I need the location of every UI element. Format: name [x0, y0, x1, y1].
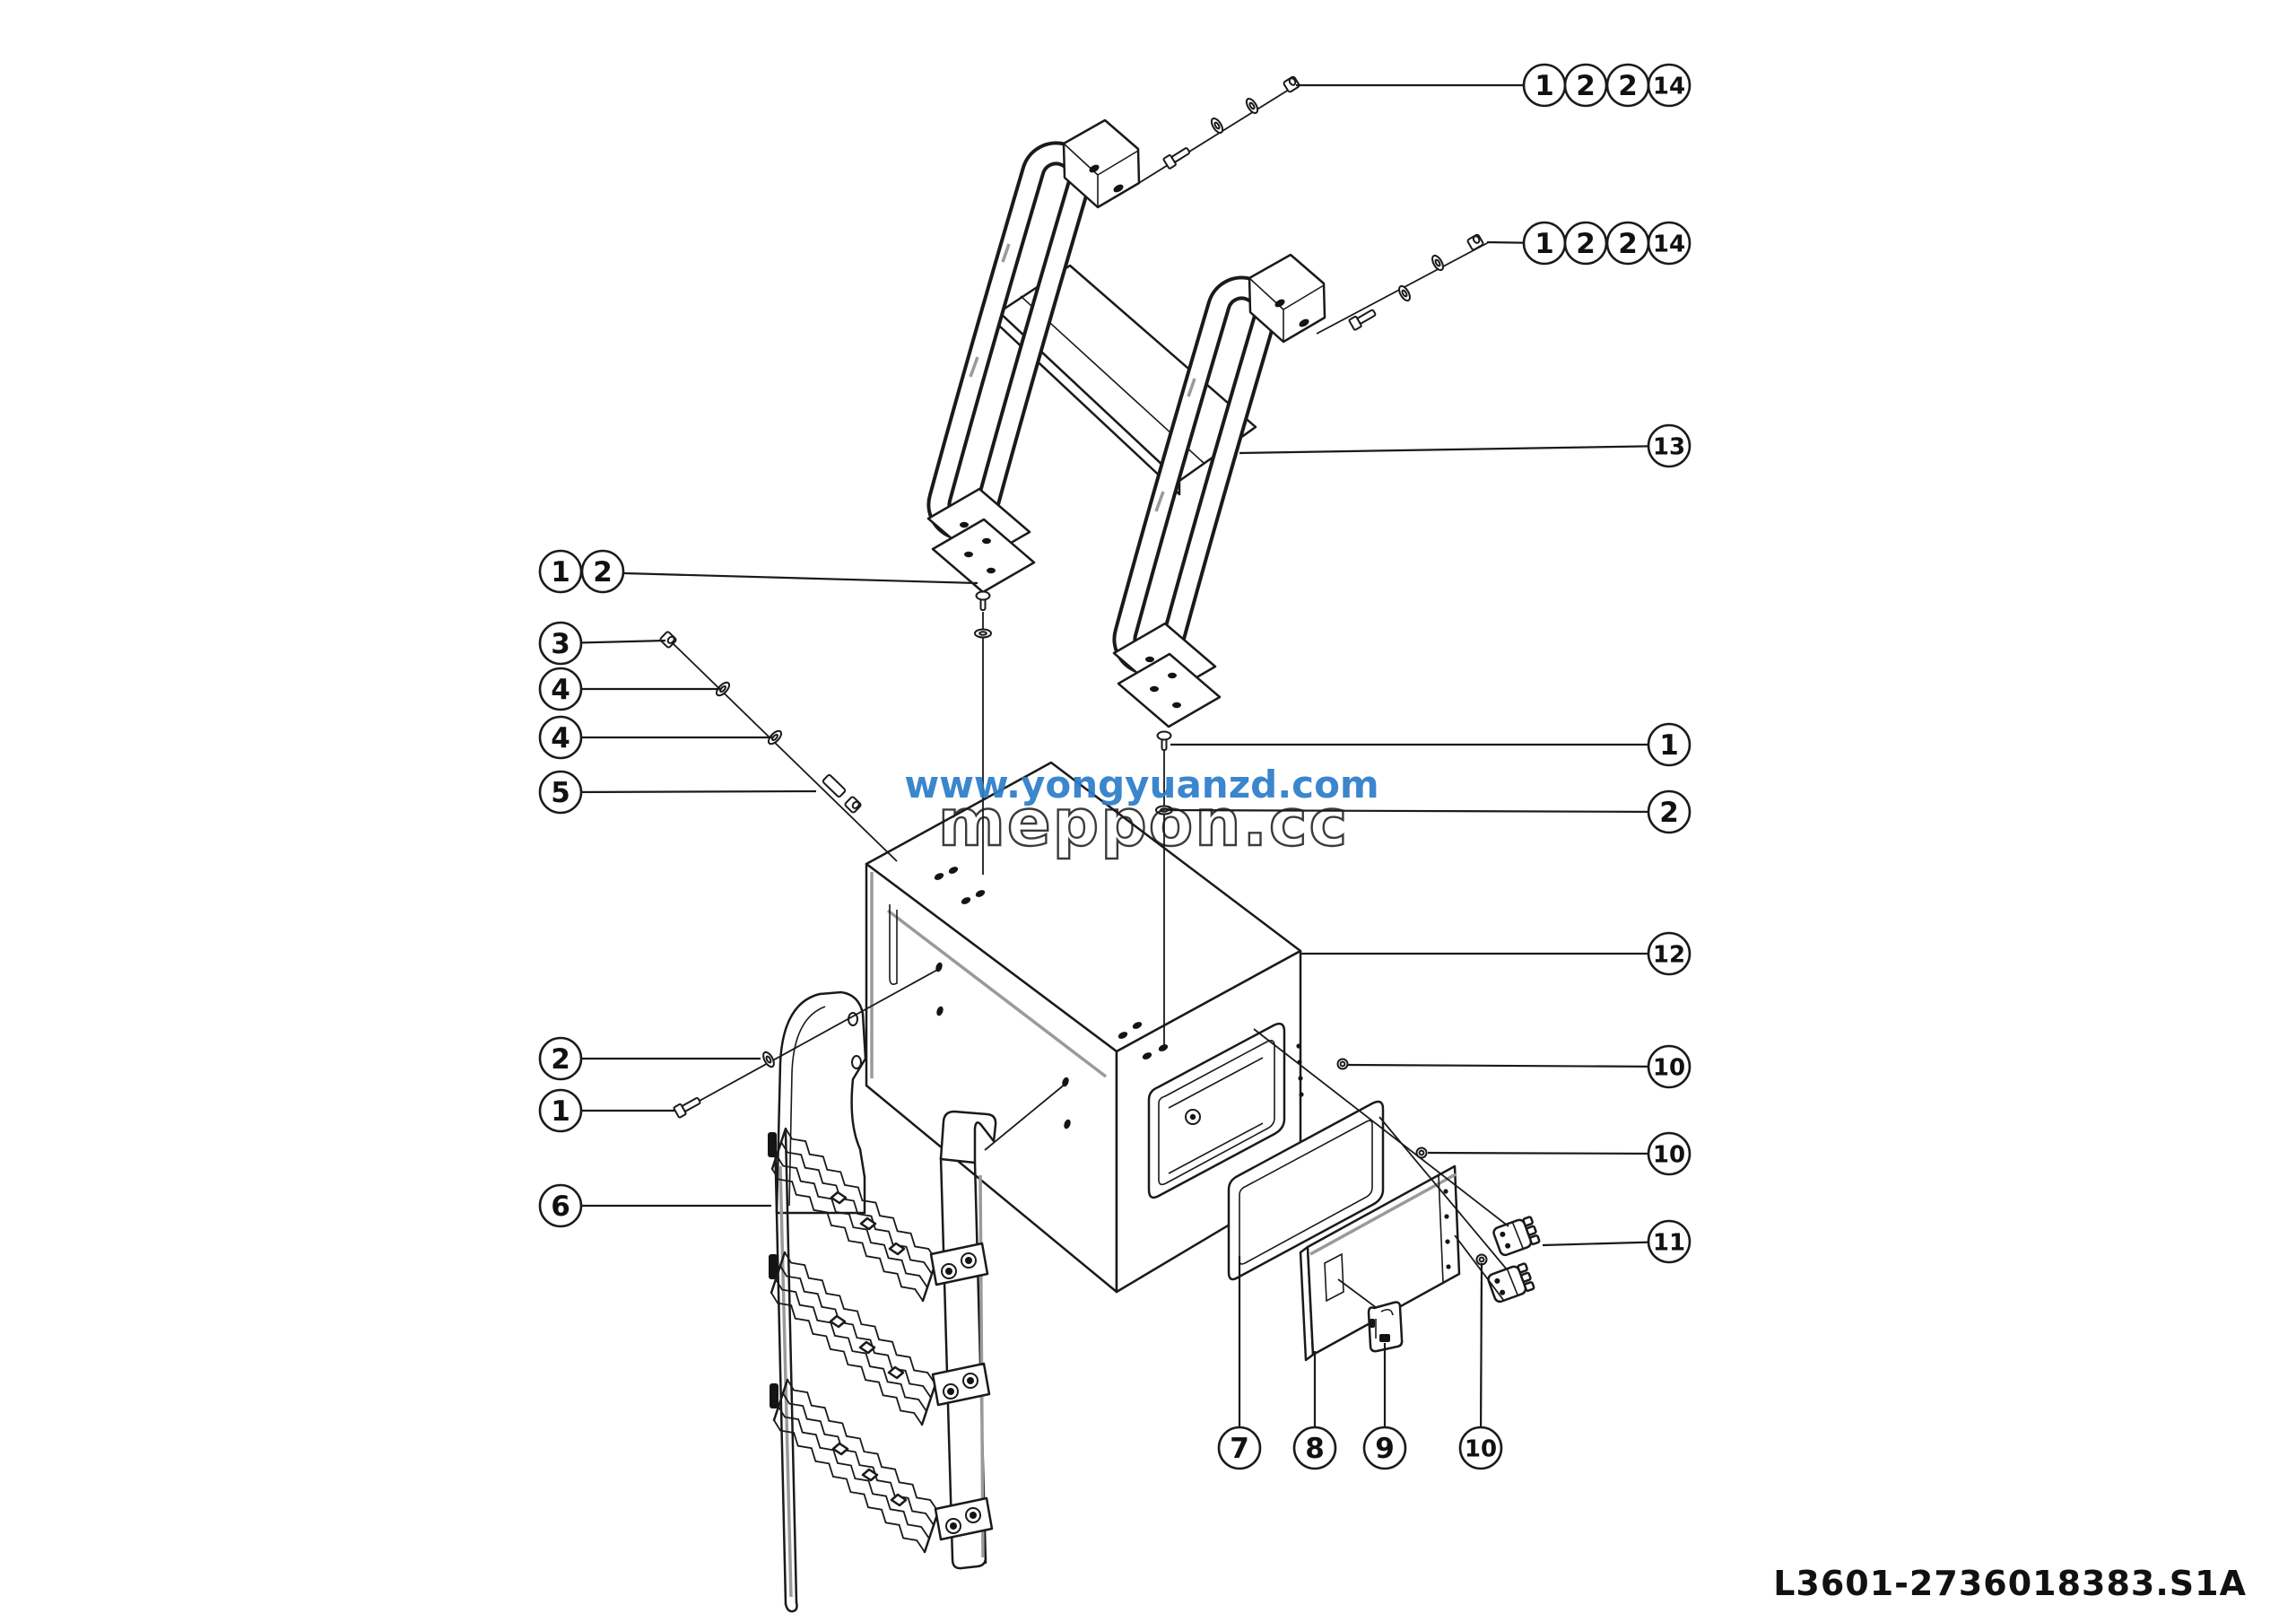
callout-balloon-2[interactable] — [1563, 63, 1608, 108]
hinge-upper — [1492, 1216, 1541, 1257]
latch — [1367, 1301, 1404, 1353]
callout-leader-line — [560, 789, 817, 794]
ladder-left-rail — [773, 1132, 787, 1606]
callout-balloon-1[interactable] — [1522, 221, 1567, 266]
callout-balloon-2[interactable] — [580, 549, 625, 594]
callout-leader-line — [1479, 1262, 1483, 1449]
callout-balloon-10[interactable] — [1458, 1426, 1503, 1470]
callout-balloon-10[interactable] — [1647, 1044, 1692, 1089]
grab-handle-left — [926, 118, 1141, 594]
callout-leader-line — [1347, 1063, 1670, 1068]
watermark-domain: meppon.cc — [938, 785, 1349, 860]
weld-mark — [969, 356, 979, 378]
callout-leader-line — [1427, 1151, 1670, 1155]
callout-balloon-1[interactable] — [1647, 722, 1692, 767]
opening-gasket — [1227, 1100, 1385, 1281]
callout-leader-line — [560, 570, 978, 585]
callout-balloon-2[interactable] — [538, 1036, 583, 1081]
watermark-site: www.yongyuanzd.com — [904, 763, 1378, 807]
callout-leader-line — [1239, 444, 1670, 455]
callout-balloon-6[interactable] — [538, 1183, 583, 1228]
callout-balloon-4[interactable] — [538, 715, 583, 760]
ladder-joint-plate — [929, 1242, 989, 1286]
callout-balloon-1[interactable] — [538, 549, 583, 594]
ladder-right-rail-top — [939, 1110, 997, 1164]
ladder-step-2 — [770, 1251, 937, 1426]
callout-balloon-7[interactable] — [1217, 1426, 1262, 1470]
ladder-joint-plate — [934, 1496, 994, 1541]
callout-balloon-1[interactable] — [1522, 63, 1567, 108]
callout-balloon-14[interactable] — [1647, 63, 1692, 108]
callout-balloon-5[interactable] — [538, 770, 583, 815]
part-number: L3601-2736018383.S1A — [1773, 1564, 2247, 1603]
callout-leader-line — [1167, 808, 1670, 814]
grab-handle-right — [1112, 253, 1326, 728]
ladder-right-rail — [939, 1155, 954, 1561]
assembly-lines — [672, 84, 1509, 1428]
step-box — [865, 761, 1304, 1294]
callout-balloon-10[interactable] — [1647, 1131, 1692, 1176]
callout-balloon-8[interactable] — [1292, 1426, 1337, 1470]
box-opening-rim — [1147, 1022, 1286, 1199]
screw-icon — [1336, 1058, 1349, 1070]
callout-balloon-2[interactable] — [1605, 221, 1650, 266]
callout-balloon-12[interactable] — [1647, 931, 1692, 976]
callout-balloon-9[interactable] — [1362, 1426, 1407, 1470]
callout-balloon-3[interactable] — [538, 621, 583, 666]
callout-balloon-4[interactable] — [538, 667, 583, 711]
ladder-step-3 — [772, 1378, 940, 1554]
ladder-gooseneck-bracket — [775, 990, 867, 1215]
latch-hole — [1324, 1252, 1344, 1303]
cover-panel — [1299, 1164, 1461, 1362]
ladder-step-1 — [770, 1127, 938, 1303]
callout-balloon-1[interactable] — [538, 1088, 583, 1133]
callout-balloon-2[interactable] — [1647, 789, 1692, 834]
callout-balloon-2[interactable] — [1563, 221, 1608, 266]
ladder-joint-plate — [931, 1362, 991, 1407]
callout-balloon-14[interactable] — [1647, 221, 1692, 266]
callout-balloon-13[interactable] — [1647, 423, 1692, 468]
callout-balloon-11[interactable] — [1647, 1219, 1692, 1264]
callout-balloon-2[interactable] — [1605, 63, 1650, 108]
step-ladder — [768, 990, 997, 1613]
